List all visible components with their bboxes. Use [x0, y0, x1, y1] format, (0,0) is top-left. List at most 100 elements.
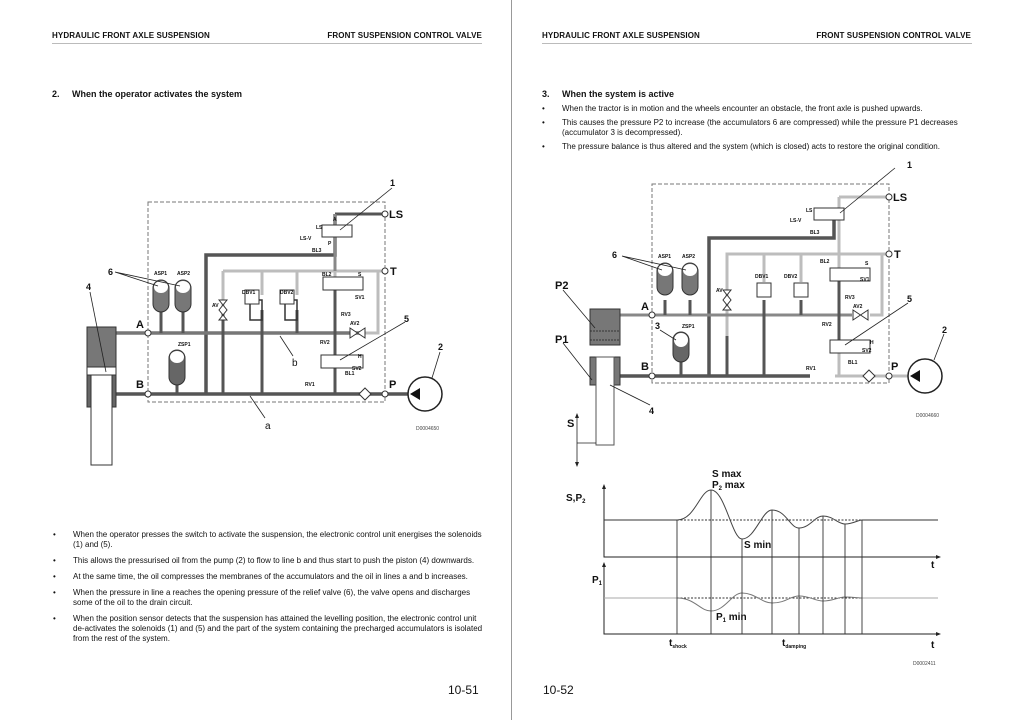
bottom-axis-sub-label: 1 — [599, 581, 603, 587]
page-10-52: HYDRAULIC FRONT AXLE SUSPENSION FRONT SU… — [513, 0, 1024, 720]
rv1-label: RV1 — [305, 382, 315, 388]
valve-av2 — [852, 309, 869, 321]
bullet-list: When the operator presses the switch to … — [53, 530, 483, 650]
dbv2-label: DBV2 — [280, 290, 294, 296]
valve-a-label: A — [333, 217, 337, 223]
drain-line — [221, 269, 385, 335]
accumulator-zsp1 — [168, 349, 186, 386]
port-ls: LS — [389, 209, 403, 221]
asp1-label: ASP1 — [154, 271, 167, 277]
port-b: B — [641, 361, 649, 373]
bullet-list: When the tractor is in motion and the wh… — [542, 104, 982, 158]
section-title: When the system is active — [562, 89, 675, 99]
diagram-shape — [651, 183, 890, 384]
p1-min-label: P1 min — [716, 612, 747, 624]
top-axis-label-label: S,P — [566, 493, 582, 504]
diagram-shape — [621, 255, 687, 271]
diagram-shape — [602, 484, 941, 636]
diagram-shape — [658, 264, 672, 276]
accumulator-asp1 — [152, 279, 170, 313]
header-right: FRONT SUSPENSION CONTROL VALVE — [816, 31, 971, 40]
callout-4: 4 — [649, 406, 654, 416]
rv2-label: RV2 — [822, 322, 832, 328]
time-axis-bottom: t — [931, 640, 935, 651]
accumulator-zsp1 — [672, 331, 690, 363]
rv3-label: RV3 — [845, 295, 855, 301]
callout-5: 5 — [907, 294, 912, 304]
p1-min-sub-label: 1 — [723, 618, 727, 624]
s-label: S — [865, 261, 869, 267]
ls-label: LS — [316, 225, 323, 231]
dbv1-label: DBV1 — [242, 290, 256, 296]
valve-block-outline — [147, 201, 386, 403]
diagram-shape — [590, 330, 620, 341]
diagram-shape — [562, 289, 596, 329]
port-b: B — [136, 379, 144, 391]
diagram-shape — [663, 300, 803, 376]
bullet-item: When the pressure in line a reaches the … — [53, 588, 483, 609]
callout-5: 5 — [404, 314, 409, 324]
valve-av — [721, 289, 733, 311]
diagram-shape — [648, 311, 656, 319]
page-divider — [511, 0, 512, 720]
diagram-shape — [839, 167, 896, 214]
line-b-label: b — [292, 358, 298, 369]
p2-max-label: P — [712, 480, 719, 491]
callout-6: 6 — [612, 250, 617, 260]
axis-label-s-p2: S,P2 — [566, 493, 586, 505]
header-right: FRONT SUSPENSION CONTROL VALVE — [327, 31, 482, 40]
accumulator-asp1 — [656, 262, 674, 296]
bullet-item: When the operator presses the switch to … — [53, 530, 483, 551]
diagram-shape — [603, 487, 938, 635]
callout-2: 2 — [942, 325, 947, 335]
ls-v-label: LS-V — [300, 236, 312, 242]
diagram-shape — [562, 342, 593, 381]
asp1-label: ASP1 — [658, 254, 671, 260]
port-p: P — [891, 361, 898, 373]
asp2-label: ASP2 — [682, 254, 695, 260]
bullet-item: When the tractor is in motion and the wh… — [542, 104, 982, 114]
piston-rod — [90, 374, 113, 466]
s-p2-curve — [676, 489, 863, 540]
diagram-shape — [683, 264, 697, 276]
t-shock-sub-label: shock — [672, 644, 687, 650]
solenoid-valve-sv2 — [829, 339, 871, 354]
asp2-label: ASP2 — [177, 271, 190, 277]
bullet-item: This causes the pressure P2 to increase … — [542, 118, 982, 138]
av-label: AV — [212, 303, 219, 309]
p2-max-suffix-label: max — [722, 480, 745, 491]
axis-label-p1: P1 — [592, 575, 603, 587]
diagram-shape — [144, 390, 152, 398]
relief-valve-dbv2 — [793, 282, 809, 298]
diagram-shape — [114, 271, 181, 287]
diagram-shape — [381, 390, 389, 398]
solenoid-valve-sv1 — [322, 276, 364, 291]
diagram-shape — [89, 291, 107, 373]
pressure-p1-label: P1 — [555, 334, 568, 346]
port-p: P — [389, 379, 396, 391]
diagram-shape — [381, 210, 389, 218]
diagram-shape — [676, 490, 863, 634]
diagram-shape — [620, 183, 910, 384]
diagram-shape — [249, 395, 266, 419]
pump-icon — [407, 376, 443, 412]
diagram-shape — [885, 193, 893, 201]
diagram-shape — [339, 187, 393, 231]
bottom-axis-label-label: P — [592, 575, 599, 586]
h-label: H — [870, 340, 874, 346]
top-axes — [603, 487, 938, 558]
header-left: HYDRAULIC FRONT AXLE SUSPENSION — [542, 31, 700, 40]
diagram-shape — [221, 285, 337, 394]
section-heading: 2.When the operator activates the system — [52, 89, 242, 99]
bl2-label: BL2 — [820, 259, 830, 265]
bl2-label: BL2 — [322, 272, 332, 278]
h-label: H — [358, 354, 362, 360]
p2-max-label: P2 max — [712, 480, 745, 492]
diagram-shape — [410, 388, 420, 400]
bullet-item: When the position sensor detects that th… — [53, 614, 483, 645]
s-label: S — [358, 272, 362, 278]
s-max-label: S max — [712, 469, 742, 480]
diagram-shape — [89, 187, 441, 419]
callout-1: 1 — [907, 160, 912, 170]
t-damping-sub-label: damping — [785, 644, 806, 650]
